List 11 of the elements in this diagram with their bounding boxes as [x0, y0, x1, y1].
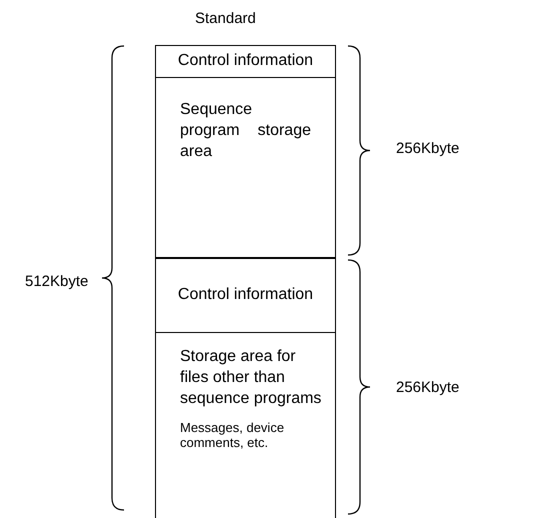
area-note: Messages, device comments, etc.: [180, 421, 286, 452]
size-label: 256Kbyte: [396, 140, 460, 157]
title: Standard: [195, 10, 256, 27]
memory-area: [156, 45, 335, 78]
area-label: Storage area for files other than sequence programs: [180, 347, 322, 409]
area-label: Sequence program storage area: [180, 100, 311, 162]
size-label: 256Kbyte: [396, 379, 460, 396]
memory-area: [156, 257, 335, 333]
area-label: Control information: [178, 285, 314, 306]
area-label: Control information: [178, 51, 314, 72]
size-label: 512Kbyte: [25, 273, 88, 290]
